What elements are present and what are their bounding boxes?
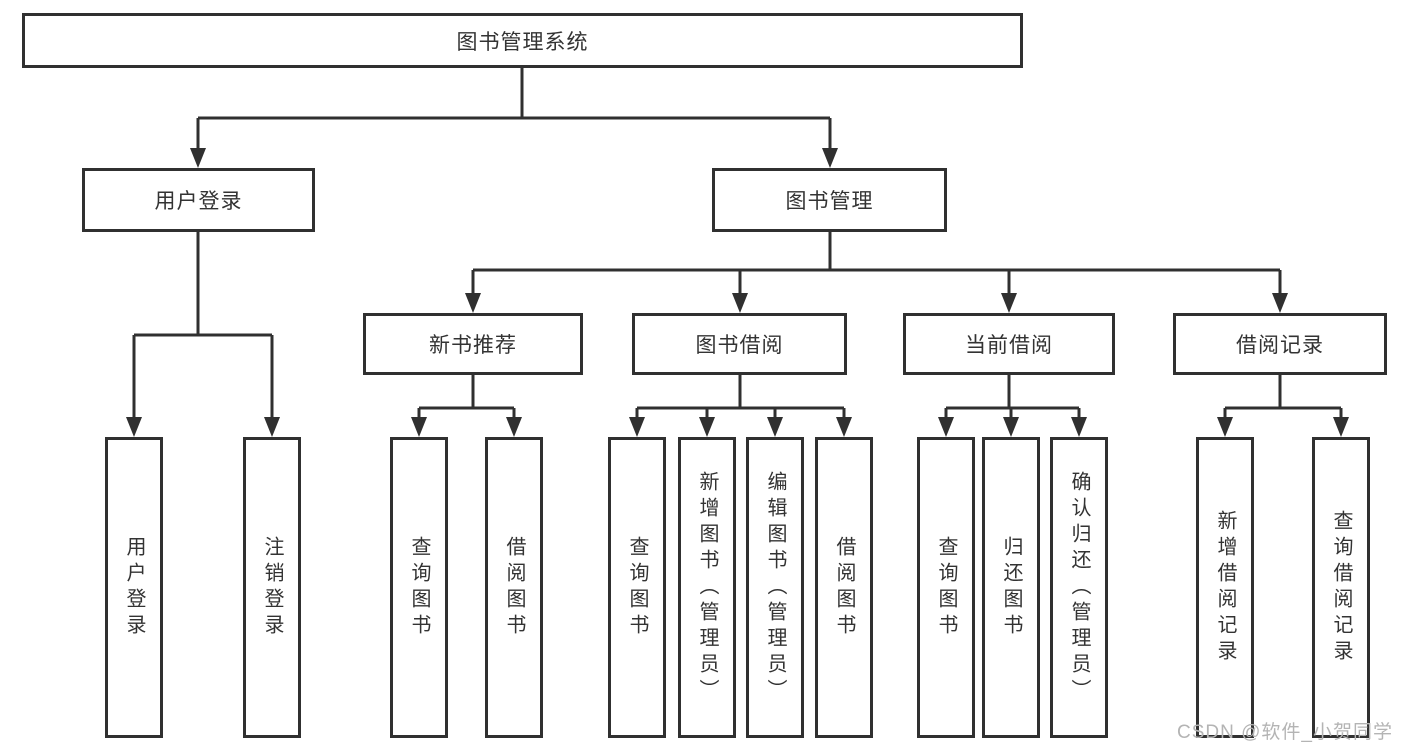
node-book-management: 图书管理 xyxy=(712,168,947,232)
leaf-edit-book-admin: 编辑图书（管理员） xyxy=(746,437,804,738)
arrowheads xyxy=(126,148,1349,437)
leaf-query-borrow-record: 查询借阅记录 xyxy=(1312,437,1370,738)
leaf-add-borrow-record: 新增借阅记录 xyxy=(1196,437,1254,738)
node-book-borrow: 图书借阅 xyxy=(632,313,847,375)
leaf-confirm-return-admin: 确认归还（管理员） xyxy=(1050,437,1108,738)
leaf-logout: 注销登录 xyxy=(243,437,301,738)
leaf-query-book-3: 查询图书 xyxy=(917,437,975,738)
node-current-borrow: 当前借阅 xyxy=(903,313,1115,375)
leaf-borrow-book-2: 借阅图书 xyxy=(815,437,873,738)
leaf-add-book-admin: 新增图书（管理员） xyxy=(678,437,736,738)
leaf-query-book-1: 查询图书 xyxy=(390,437,448,738)
leaf-borrow-book-1: 借阅图书 xyxy=(485,437,543,738)
leaf-return-book: 归还图书 xyxy=(982,437,1040,738)
leaf-user-login: 用户登录 xyxy=(105,437,163,738)
node-user-login: 用户登录 xyxy=(82,168,315,232)
node-borrow-records: 借阅记录 xyxy=(1173,313,1387,375)
leaf-query-book-2: 查询图书 xyxy=(608,437,666,738)
node-new-book-recommend: 新书推荐 xyxy=(363,313,583,375)
node-root-system: 图书管理系统 xyxy=(22,13,1023,68)
watermark-text: CSDN @软件_小贺同学 xyxy=(1177,722,1393,743)
